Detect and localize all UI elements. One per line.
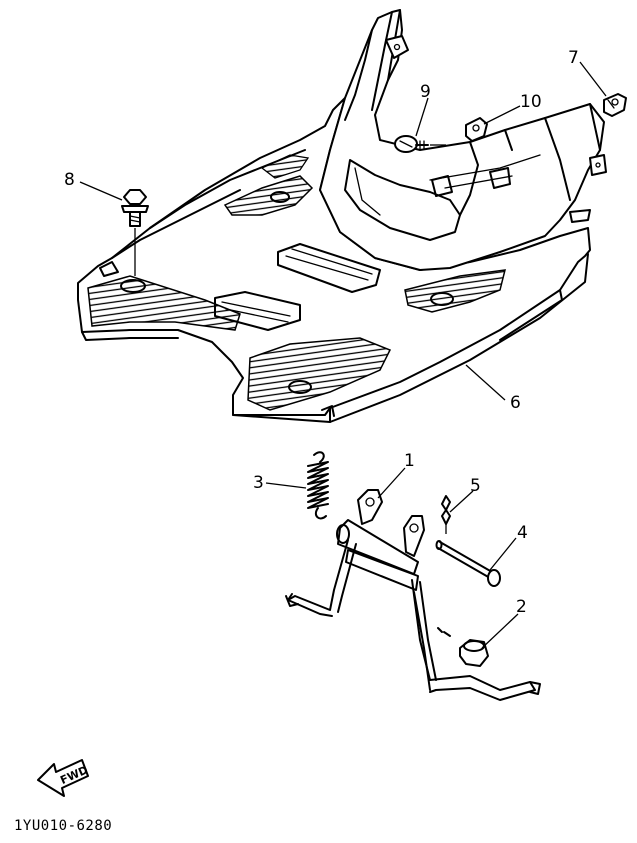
- leader-lines: [79, 61, 607, 649]
- callout-2: 2: [516, 597, 527, 617]
- callout-5: 5: [470, 476, 481, 496]
- forward-direction-arrow: FWD: [37, 759, 90, 797]
- main-stand-part-1: [285, 489, 541, 701]
- part-code-label: 1YU010-6280: [14, 818, 112, 834]
- callout-7: 7: [568, 48, 579, 68]
- spring-part-3: [307, 451, 329, 520]
- callout-9: 9: [420, 82, 431, 102]
- bolt-part-8: [121, 189, 149, 276]
- rear-tunnel-cover: [319, 9, 607, 271]
- pin-shaft-part-4: [435, 540, 501, 587]
- clip-nut-part-7: [603, 93, 627, 117]
- stopper-part-2: [437, 627, 489, 667]
- floor-board-part: [77, 97, 591, 423]
- clip-nut-part-10: [465, 117, 488, 142]
- callout-8: 8: [64, 170, 75, 190]
- callout-3: 3: [253, 473, 264, 493]
- callout-4: 4: [517, 523, 528, 543]
- callout-labels: 1 2 3 4 5 6 7 8 9 10: [64, 48, 579, 617]
- screw-part-9: [394, 135, 446, 153]
- cotter-pin-part-5: [441, 495, 451, 534]
- callout-10: 10: [520, 92, 542, 112]
- callout-1: 1: [404, 451, 415, 471]
- callout-6: 6: [510, 393, 521, 413]
